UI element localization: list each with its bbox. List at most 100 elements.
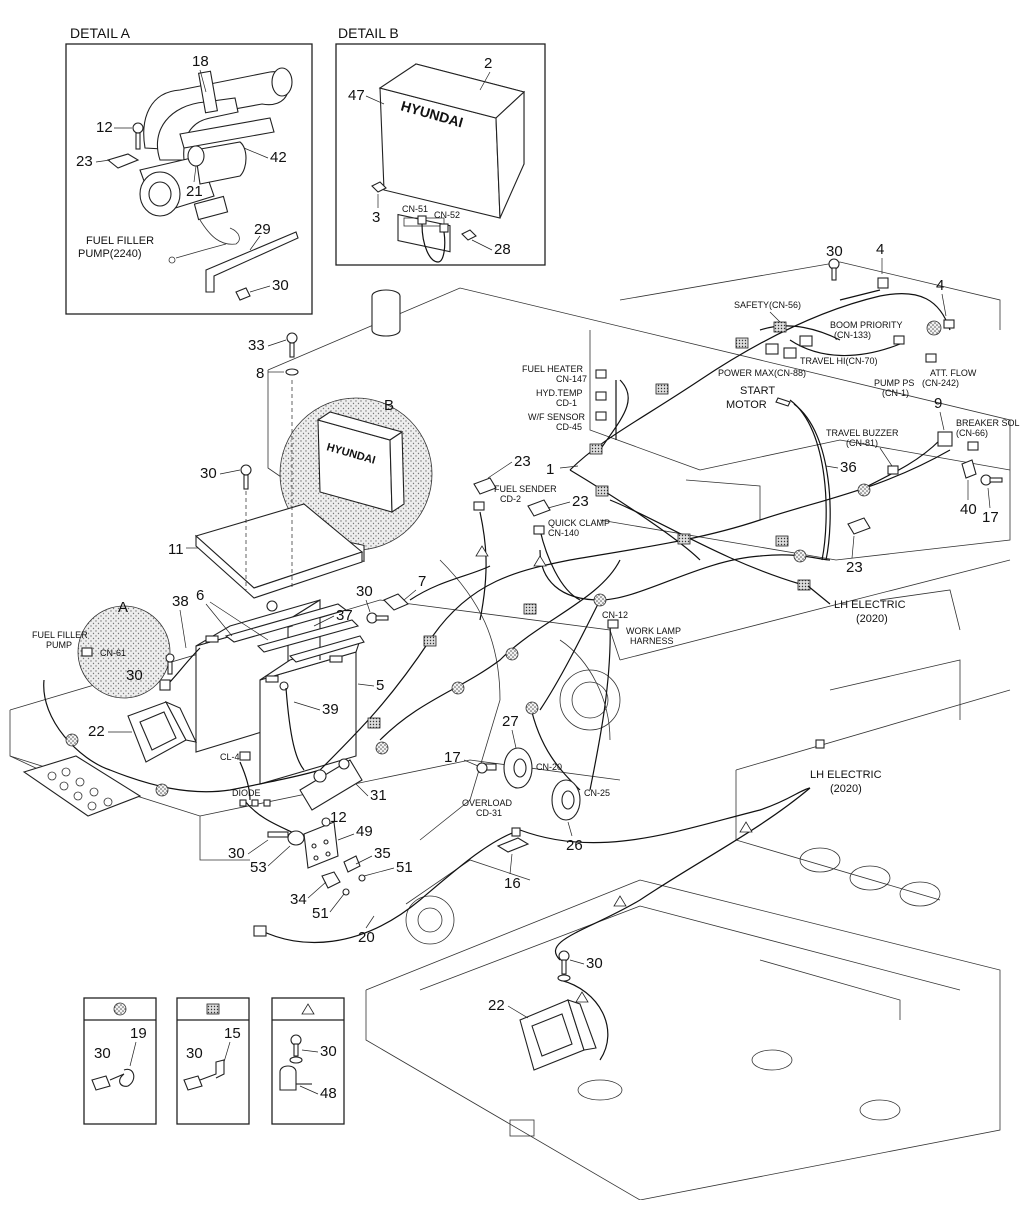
connector-cn51: CN-51 xyxy=(402,204,428,214)
quick-clamp-label-1: QUICK CLAMP xyxy=(548,518,610,528)
travel-buzzer-label-1: TRAVEL BUZZER xyxy=(826,428,899,438)
zoom-a-letter: A xyxy=(118,599,128,616)
part-30-top: 30 xyxy=(826,243,843,260)
part-22-upper: 22 xyxy=(88,723,105,740)
connector-cl4: CL-4 xyxy=(220,752,240,762)
zoom-callout-a xyxy=(77,605,171,699)
connector-cn12: CN-12 xyxy=(602,610,628,620)
part-20: 20 xyxy=(358,929,375,946)
detail-b-title: DETAIL B xyxy=(338,25,399,41)
part-16: 16 xyxy=(504,875,521,892)
part-53: 53 xyxy=(250,859,267,876)
boom-priority-label-1: BOOM PRIORITY xyxy=(830,320,903,330)
power-max-label: POWER MAX(CN-88) xyxy=(718,368,806,378)
part-5: 5 xyxy=(376,677,384,694)
travel-hi-label: TRAVEL HI(CN-70) xyxy=(800,356,878,366)
work-lamp-label-2: HARNESS xyxy=(630,636,674,646)
part-23-mid: 23 xyxy=(572,493,589,510)
fuel-sender-label-2: CD-2 xyxy=(500,494,521,504)
overload-label-2: CD-31 xyxy=(476,808,502,818)
part-30-bottom: 30 xyxy=(586,955,603,972)
detail-a-panel: DETAIL A 18 12 23 xyxy=(65,25,313,315)
part-31: 31 xyxy=(370,787,387,804)
lh-electric-label-2: (2020) xyxy=(856,613,888,625)
part-51-right: 51 xyxy=(396,859,413,876)
clamp-markers-triangle xyxy=(475,545,753,1003)
work-lamp-label-1: WORK LAMP xyxy=(626,626,681,636)
pump-ps-label-2: (CN-1) xyxy=(882,388,909,398)
part-4-right: 4 xyxy=(936,277,944,294)
part-11: 11 xyxy=(168,541,184,558)
wif-sensor-label-1: W/F SENSOR xyxy=(528,412,586,422)
legend-2-part-b: 15 xyxy=(224,1025,241,1042)
part-9: 9 xyxy=(934,395,942,412)
part-37: 37 xyxy=(336,607,353,624)
part-12-main: 12 xyxy=(330,809,347,826)
part-17-right: 17 xyxy=(982,509,999,526)
att-flow-label-1: ATT. FLOW xyxy=(930,368,977,378)
lh-electric-lower-label-1: LH ELECTRIC xyxy=(810,769,882,781)
legend-3-part-b: 48 xyxy=(320,1085,337,1102)
hyd-temp-label-2: CD-1 xyxy=(556,398,577,408)
start-motor-label-1: START xyxy=(740,385,775,397)
part-30-lower: 30 xyxy=(228,845,245,862)
relay-bracket-parts xyxy=(267,817,366,896)
legend-1-part-a: 30 xyxy=(94,1045,111,1062)
safety-label: SAFETY(CN-56) xyxy=(734,300,801,310)
machine-frame xyxy=(9,261,1011,1201)
part-38: 38 xyxy=(172,593,189,610)
connector-cn61: CN-61 xyxy=(100,648,126,658)
quick-clamp-label-2: CN-140 xyxy=(548,528,579,538)
part-27: 27 xyxy=(502,713,519,730)
horn-upper xyxy=(127,700,197,763)
part-34: 34 xyxy=(290,891,307,908)
legend-1-part-b: 19 xyxy=(130,1025,147,1042)
part-23-right: 23 xyxy=(846,559,863,576)
lh-electric-lower-label-2: (2020) xyxy=(830,783,862,795)
fuel-filler-label-1: FUEL FILLER xyxy=(32,630,88,640)
detail-a-title: DETAIL A xyxy=(70,25,131,41)
part-12: 12 xyxy=(96,119,113,136)
legend-2-part-a: 30 xyxy=(186,1045,203,1062)
part-33: 33 xyxy=(248,337,265,354)
part-2: 2 xyxy=(484,55,492,72)
horn-27 xyxy=(503,747,533,789)
part-35: 35 xyxy=(374,845,391,862)
fuel-filler-pump-drawing xyxy=(139,67,293,264)
zoom-callout-b: HYUNDAI B xyxy=(279,397,433,563)
wif-sensor-label-2: CD-45 xyxy=(556,422,582,432)
part-6: 6 xyxy=(196,587,204,604)
zoom-b-letter: B xyxy=(384,397,394,414)
part-28: 28 xyxy=(494,241,511,258)
legend-3-part-a: 30 xyxy=(320,1043,337,1060)
part-51-left: 51 xyxy=(312,905,329,922)
part-7: 7 xyxy=(418,573,426,590)
detail-b-panel: DETAIL B HYUNDAI CN-51 CN-52 2 47 3 28 xyxy=(335,25,546,266)
part-18: 18 xyxy=(192,53,209,70)
part-4-upper: 4 xyxy=(876,241,884,258)
lh-electric-label-1: LH ELECTRIC xyxy=(834,599,906,611)
connector-cn20: CN-20 xyxy=(536,762,562,772)
part-23-fuel: 23 xyxy=(514,453,531,470)
wire-harness xyxy=(43,289,951,1061)
horn-lower xyxy=(519,999,597,1071)
part-29: 29 xyxy=(254,221,271,238)
fuel-filler-pump-label-2: PUMP(2240) xyxy=(78,248,142,260)
part-47: 47 xyxy=(348,87,365,104)
part-21: 21 xyxy=(186,183,203,200)
part-36: 36 xyxy=(840,459,857,476)
part-17-horn: 17 xyxy=(444,749,461,766)
boom-priority-label-2: (CN-133) xyxy=(834,330,871,340)
fuel-heater-label-2: CN-147 xyxy=(556,374,587,384)
legend-clamp-circle: 30 19 xyxy=(83,997,157,1125)
connector-cn25: CN-25 xyxy=(584,788,610,798)
connectors-upper xyxy=(239,277,979,937)
clamp-markers-circle xyxy=(65,320,942,797)
part-30: 30 xyxy=(272,277,289,294)
diode-label: DIODE xyxy=(232,788,261,798)
legend-clamp-triangle: 30 48 xyxy=(271,997,345,1125)
connector-cn52: CN-52 xyxy=(434,210,460,220)
overload-label-1: OVERLOAD xyxy=(462,798,513,808)
step-holes xyxy=(47,767,113,811)
